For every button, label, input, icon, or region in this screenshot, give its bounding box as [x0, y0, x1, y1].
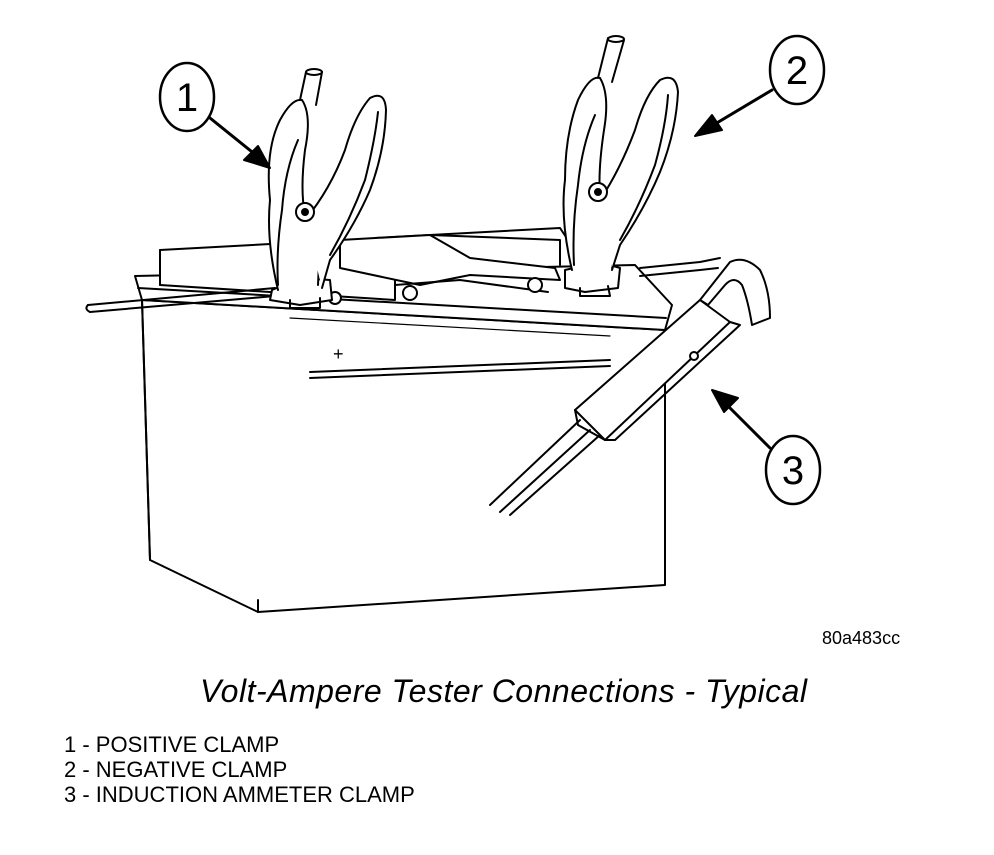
legend-item-1: 1 - POSITIVE CLAMP: [64, 732, 280, 757]
negative-clamp: [562, 35, 679, 297]
callout-1: [158, 61, 271, 169]
positive-terminal-sign: +: [333, 344, 344, 364]
callout-3: [711, 389, 822, 506]
figure-code: 80a483cc: [822, 628, 901, 648]
positive-clamp: [267, 68, 387, 309]
callout-2-number: 2: [786, 49, 808, 93]
legend-item-3: 3 - INDUCTION AMMETER CLAMP: [64, 782, 415, 807]
callout-3-number: 3: [782, 449, 804, 493]
legend-item-2: 2 - NEGATIVE CLAMP: [64, 757, 288, 782]
positive-cable: [85, 287, 276, 313]
battery-strap: [328, 234, 561, 305]
induction-ammeter-clamp: [489, 257, 771, 516]
callout-1-number: 1: [176, 76, 198, 120]
figure-caption: Volt-Ampere Tester Connections - Typical: [200, 673, 808, 709]
legend-list: 1 - POSITIVE CLAMP 2 - NEGATIVE CLAMP 3 …: [64, 732, 415, 807]
battery-tester-illustration: 1 2 3 +: [85, 34, 826, 613]
callout-2: [694, 34, 826, 137]
